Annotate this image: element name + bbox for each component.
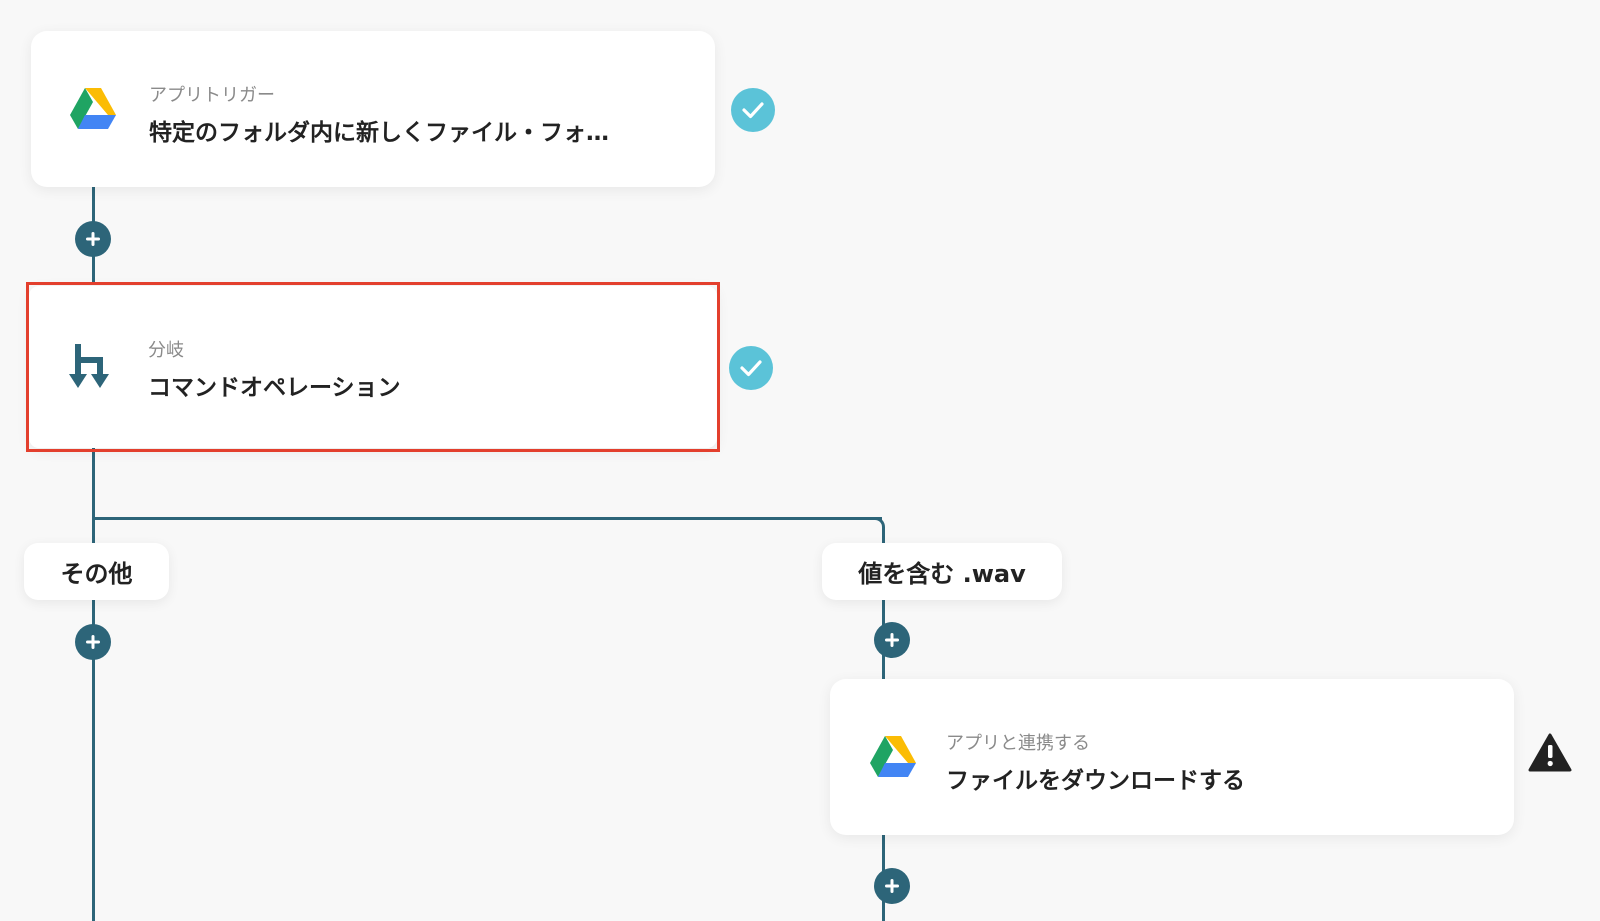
branch-node-card[interactable]: 分岐 コマンドオペレーション xyxy=(29,286,717,448)
connector-branch-horizontal xyxy=(92,517,882,520)
completed-check-icon xyxy=(731,88,775,132)
completed-check-icon xyxy=(729,346,773,390)
add-step-button[interactable] xyxy=(874,868,910,904)
add-step-button[interactable] xyxy=(75,221,111,257)
google-drive-icon xyxy=(870,736,916,782)
google-drive-icon xyxy=(70,88,116,134)
node-type-label: 分岐 xyxy=(148,340,184,361)
node-title: コマンドオペレーション xyxy=(148,375,401,401)
branch-label-contains-wav[interactable]: 値を含む .wav xyxy=(822,543,1062,600)
connector-right-branch xyxy=(882,540,885,680)
add-step-button[interactable] xyxy=(874,622,910,658)
branch-label-other[interactable]: その他 xyxy=(24,543,169,600)
branch-icon xyxy=(69,344,117,394)
node-type-label: アプリトリガー xyxy=(149,85,275,106)
download-node-card[interactable]: アプリと連携する ファイルをダウンロードする xyxy=(830,679,1514,835)
trigger-node-card[interactable]: アプリトリガー 特定のフォルダ内に新しくファイル・フォ… xyxy=(31,31,715,187)
connector-branch-down xyxy=(92,443,95,921)
node-title: 特定のフォルダ内に新しくファイル・フォ… xyxy=(149,120,609,146)
node-title: ファイルをダウンロードする xyxy=(946,768,1245,794)
warning-icon xyxy=(1528,733,1572,777)
add-step-button[interactable] xyxy=(75,624,111,660)
connector-branch-corner xyxy=(860,517,885,542)
node-type-label: アプリと連携する xyxy=(946,733,1090,754)
